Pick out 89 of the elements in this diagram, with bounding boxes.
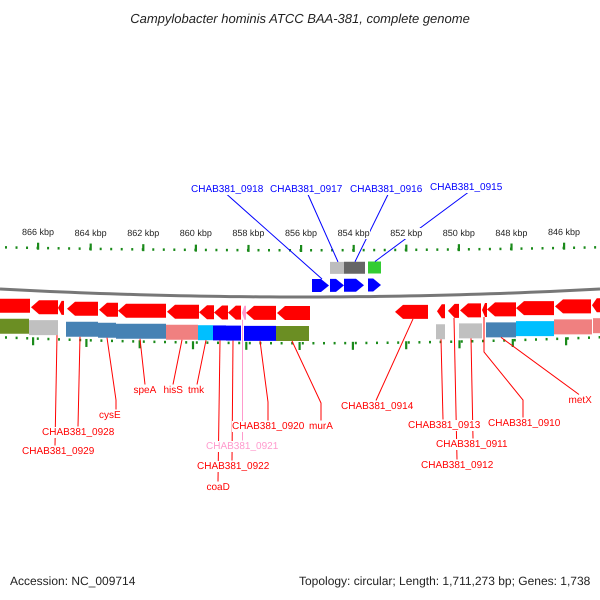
gene-feature — [277, 306, 310, 320]
gene-label: CHAB381_0911 — [436, 438, 508, 450]
gene-block — [226, 326, 241, 341]
gene-block — [276, 326, 309, 341]
leader-line — [308, 194, 338, 262]
leader-line — [376, 318, 414, 401]
gene-feature — [516, 301, 554, 316]
gene-label: metX — [568, 394, 592, 406]
gene-block — [330, 262, 344, 274]
gene-label: CHAB381_0910 — [488, 418, 560, 428]
gene-label: speA — [134, 384, 156, 396]
leader-line — [106, 337, 116, 410]
gene-block — [198, 325, 213, 340]
leader-line — [242, 319, 243, 441]
gene-label: CHAB381_0916 — [350, 184, 422, 194]
leader-line — [260, 340, 268, 421]
scale-label: 846 kbp — [548, 226, 580, 238]
gene-label: CHAB381_0913 — [408, 420, 480, 430]
gene-block — [459, 323, 482, 338]
gene-block — [368, 262, 381, 274]
gene-block — [486, 322, 516, 338]
gene-block — [516, 321, 554, 336]
leader-line — [54, 334, 58, 446]
leader-line — [500, 336, 580, 395]
gene-block — [0, 318, 29, 334]
gene-feature — [330, 278, 344, 292]
gene-label: tmk — [188, 384, 204, 396]
gene-feature — [246, 306, 276, 320]
gene-label: CHAB381_0921 — [206, 440, 278, 452]
gene-label: CHAB381_0918 — [191, 184, 264, 194]
leader-line — [196, 340, 206, 385]
gene-label: hisS — [164, 384, 183, 396]
gene-block — [0, 298, 30, 313]
leader-line — [470, 338, 474, 439]
leader-line — [172, 339, 182, 385]
gene-label: CHAB381_0917 — [270, 184, 342, 194]
gene-feature — [448, 304, 459, 318]
gene-block — [244, 326, 276, 341]
leader-line — [78, 336, 80, 427]
gene-label: CHAB381_0929 — [22, 446, 94, 456]
gene-block — [554, 319, 592, 334]
gene-block — [166, 324, 198, 340]
scale-label: 864 kbp — [74, 228, 107, 239]
scale-label: 866 kbp — [22, 226, 54, 238]
scale-label: 858 kbp — [232, 228, 264, 240]
leader-line — [292, 340, 322, 421]
gene-feature — [99, 302, 118, 317]
leader-line — [226, 194, 322, 280]
gene-label: CHAB381_0920 — [232, 420, 304, 432]
scale-label: 854 kbp — [338, 228, 370, 240]
gene-block — [436, 324, 445, 340]
gene-label: coaD — [206, 482, 230, 492]
leader-line — [140, 338, 146, 385]
gene-label: CHAB381_0912 — [421, 460, 494, 470]
gene-label: CHAB381_0928 — [42, 426, 114, 438]
footer-note: Accession: NC_009714 — [10, 574, 136, 588]
gene-feature — [312, 278, 329, 292]
gene-block — [593, 318, 600, 334]
gene-label: CHAB381_0915 — [430, 182, 502, 192]
scale-label: 860 kbp — [180, 228, 212, 240]
gene-feature — [368, 278, 381, 292]
gene-feature — [199, 305, 214, 320]
leader-line — [354, 194, 388, 262]
scale-label: 848 kbp — [495, 228, 528, 238]
gene-label: CHAB381_0914 — [341, 400, 414, 412]
footer-note: Topology: circular; Length: 1,711,273 bp; Genes: 1,738 — [299, 574, 590, 588]
scale-label: 852 kbp — [390, 228, 422, 240]
gene-feature — [214, 305, 228, 320]
leader-line — [440, 338, 444, 420]
gene-feature — [67, 302, 98, 316]
gene-block — [29, 320, 58, 336]
gene-label: murA — [309, 420, 333, 432]
gene-feature — [344, 278, 364, 292]
gene-block — [116, 324, 166, 339]
gene-label: cysE — [99, 410, 121, 420]
gene-label: CHAB381_0922 — [197, 460, 270, 472]
leader-line — [484, 316, 524, 418]
scale-label: 862 kbp — [127, 228, 160, 239]
gene-block — [98, 322, 116, 338]
scale-label: 850 kbp — [442, 228, 475, 239]
leader-line — [454, 317, 458, 460]
gene-block — [66, 322, 98, 337]
gene-feature — [228, 306, 241, 320]
gene-feature — [395, 304, 428, 319]
gene-block — [344, 262, 365, 274]
title: Campylobacter hominis ATCC BAA-381, complete genome — [129, 11, 471, 26]
gene-feature — [437, 304, 445, 318]
gene-block — [213, 325, 226, 340]
scale-label: 856 kbp — [285, 228, 318, 240]
